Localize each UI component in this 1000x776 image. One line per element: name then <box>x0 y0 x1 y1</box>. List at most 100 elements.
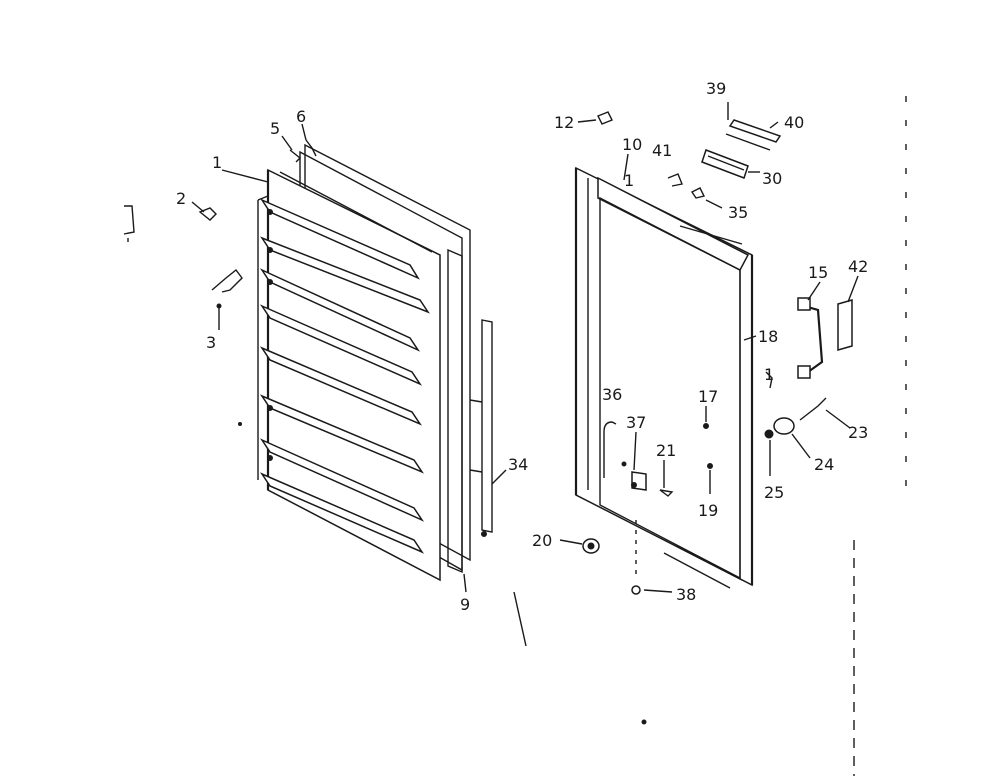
callout-36: 36 <box>602 385 622 404</box>
leader-6 <box>301 123 307 141</box>
callout-1-handle: 1 <box>764 365 774 384</box>
callout-3: 3 <box>206 333 216 352</box>
latch-screw <box>631 482 637 488</box>
trim-detail <box>707 155 745 171</box>
callout-38: 38 <box>676 585 696 604</box>
callout-labels: 1 2 3 5 6 9 34 12 10 41 35 39 40 30 15 4… <box>176 79 868 614</box>
callout-10: 10 <box>622 135 642 154</box>
leader-40 <box>769 121 779 129</box>
callout-25: 25 <box>764 483 784 502</box>
door-inner-panel <box>599 196 741 580</box>
channel-bracket <box>469 469 483 473</box>
leader-20 <box>559 539 583 545</box>
leader-37 <box>633 431 637 471</box>
callout-40: 40 <box>784 113 804 132</box>
leader-1 <box>221 169 269 183</box>
wire-part-36 <box>603 421 617 478</box>
liner-rivet <box>267 279 273 285</box>
callout-41: 41 <box>652 141 672 160</box>
part-35 <box>690 187 706 199</box>
leader-34 <box>491 469 507 485</box>
callout-21: 21 <box>656 441 676 460</box>
door-bottom-edge <box>675 545 743 581</box>
callout-1-door: 1 <box>624 171 634 190</box>
door-shelf <box>259 268 421 352</box>
trim-part-39 <box>725 133 771 151</box>
outer-door-panel <box>574 96 907 776</box>
latch-screw <box>621 461 627 467</box>
leader-24 <box>791 433 811 459</box>
door-shelf <box>260 236 430 314</box>
door-shelf <box>259 346 423 426</box>
part-19 <box>707 463 713 469</box>
stray-dot <box>641 719 647 725</box>
hinge-pin <box>587 542 595 550</box>
callout-42: 42 <box>848 257 868 276</box>
callout-30: 30 <box>762 169 782 188</box>
leader-lines <box>191 102 859 593</box>
leader-10 <box>623 153 629 181</box>
leader-2 <box>191 201 205 213</box>
liner-rivet <box>267 247 273 253</box>
leader-5 <box>281 135 293 151</box>
callout-37: 37 <box>626 413 646 432</box>
callout-9: 9 <box>460 595 470 614</box>
channel-screw <box>481 531 487 537</box>
callout-18: 18 <box>758 327 778 346</box>
hinge-arm-23 <box>799 397 827 421</box>
leader-9 <box>463 573 467 593</box>
clip-part-2 <box>198 207 217 221</box>
door-bottom-edge <box>663 552 731 589</box>
leader-38 <box>643 589 673 593</box>
liner-flange-top <box>257 195 269 201</box>
part-17 <box>703 423 709 429</box>
door-handle-15 <box>803 304 824 373</box>
hinge-part-25 <box>764 429 774 439</box>
part-12 <box>597 111 613 125</box>
door-shelf <box>259 472 425 554</box>
hinge-part-24 <box>773 417 795 435</box>
callout-23: 23 <box>848 423 868 442</box>
channel-bracket <box>469 399 483 403</box>
callout-35: 35 <box>728 203 748 222</box>
door-shelf <box>259 438 425 522</box>
liner-rivet <box>267 209 273 215</box>
gasket-strip <box>447 248 463 574</box>
callout-34: 34 <box>508 455 528 474</box>
callout-1: 1 <box>212 153 222 172</box>
handle-mount-bottom <box>797 365 811 379</box>
callout-2: 2 <box>176 189 186 208</box>
callout-24: 24 <box>814 455 834 474</box>
screw-part-6 <box>305 139 317 157</box>
part-38 <box>631 585 641 595</box>
leader-23 <box>825 409 851 429</box>
callout-19: 19 <box>698 501 718 520</box>
bracket-part <box>123 205 135 242</box>
leader-42 <box>847 275 859 303</box>
part-41 <box>667 173 683 187</box>
door-channel-34 <box>481 319 493 533</box>
callout-39: 39 <box>706 79 726 98</box>
liner-rivet <box>267 405 273 411</box>
callout-15: 15 <box>808 263 828 282</box>
hinge-part-3 <box>211 269 243 293</box>
leader-18 <box>743 335 757 341</box>
trim-part-30 <box>701 149 749 179</box>
door-shelf <box>259 304 423 386</box>
callout-6: 6 <box>296 107 306 126</box>
callout-17: 17 <box>698 387 718 406</box>
stray-line <box>513 591 527 647</box>
leader-15 <box>807 281 821 301</box>
hinge-screw-1 <box>765 371 773 389</box>
leader-12 <box>577 119 597 123</box>
trim-part-40 <box>728 119 782 143</box>
handle-mount-top <box>797 297 811 311</box>
door-liner-assembly <box>123 139 647 725</box>
callout-12: 12 <box>554 113 574 132</box>
liner-top-edge <box>279 171 433 253</box>
handle-cover-42 <box>837 299 853 351</box>
door-top-flange <box>679 225 743 245</box>
callout-20: 20 <box>532 531 552 550</box>
screw-part-5 <box>289 149 302 163</box>
